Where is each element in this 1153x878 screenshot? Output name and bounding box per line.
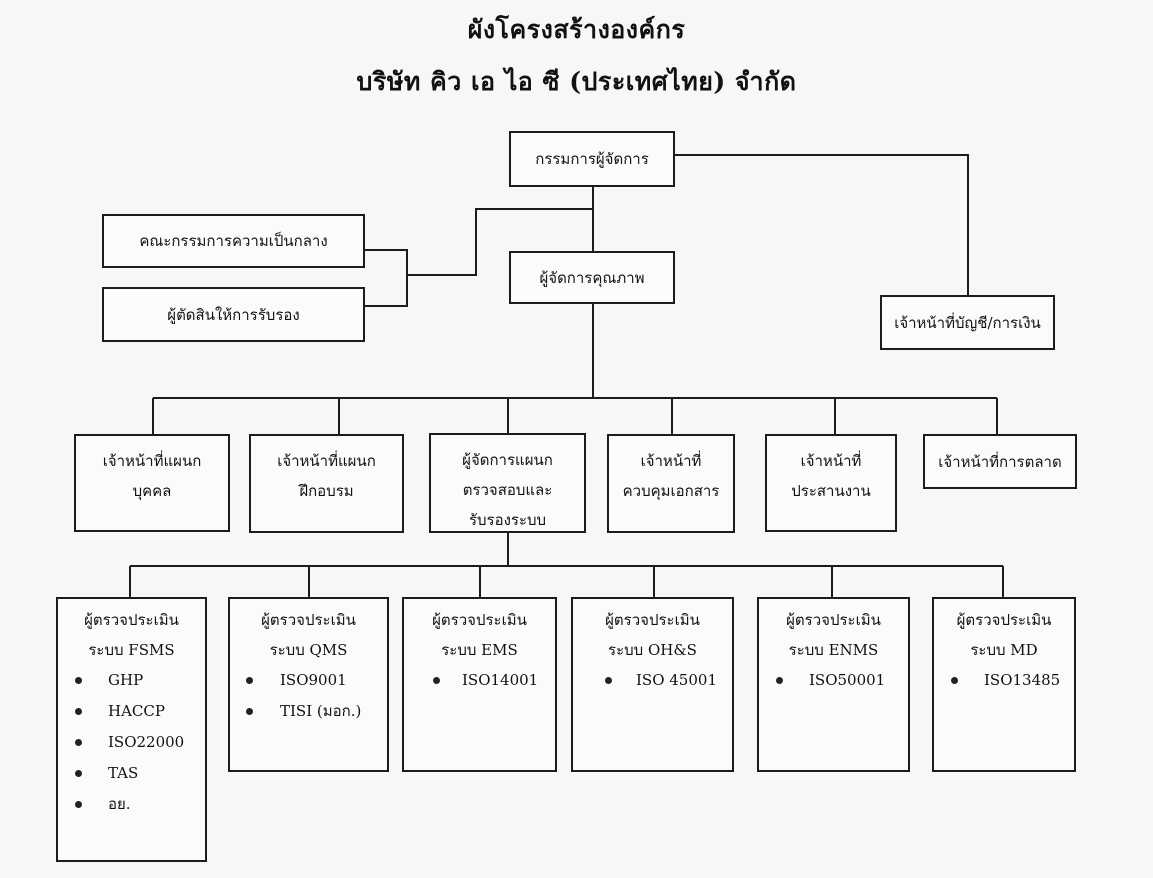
auditor-title: ผู้ตรวจประเมิน — [786, 611, 881, 629]
auditor-title: ผู้ตรวจประเมิน — [605, 611, 700, 629]
dept-audit-manager-box: ผู้จัดการแผนก ตรวจสอบและ รับรองระบบ — [429, 433, 586, 533]
dept-line: เจ้าหน้าที่แผนก — [277, 452, 376, 470]
auditor-title: ผู้ตรวจประเมิน — [956, 611, 1052, 629]
auditor-title: ผู้ตรวจประเมิน — [432, 611, 527, 629]
standard-item: ISO13485 — [934, 665, 1074, 696]
chart-title: ผังโครงสร้างองค์กร — [467, 15, 686, 44]
dept-line: ผู้จัดการแผนก — [462, 451, 553, 469]
dept-line: เจ้าหน้าที่ — [800, 452, 862, 470]
dept-line: ตรวจสอบและ — [462, 481, 553, 499]
standard-item: ISO22000 — [58, 727, 205, 758]
bullet-icon — [605, 677, 612, 684]
auditor-system: ระบบ FSMS — [88, 641, 175, 659]
bullet-icon — [776, 677, 783, 684]
dept-line: ประสานงาน — [791, 482, 871, 500]
certification-decision-box: ผู้ตัดสินให้การรับรอง — [102, 287, 365, 342]
auditor-title: ผู้ตรวจประเมิน — [84, 611, 179, 629]
bullet-icon — [75, 739, 82, 746]
dept-training-box: เจ้าหน้าที่แผนก ฝึกอบรม — [249, 434, 404, 533]
bullet-icon — [433, 677, 440, 684]
standard-item: GHP — [58, 665, 205, 696]
standard-item: ISO 45001 — [573, 665, 732, 696]
auditor-ohs-box: ผู้ตรวจประเมิน ระบบ OH&S ISO 45001 — [571, 597, 734, 772]
bullet-icon — [75, 801, 82, 808]
dept-line: เจ้าหน้าที่ — [640, 452, 702, 470]
quality-manager-box: ผู้จัดการคุณภาพ — [509, 251, 675, 304]
dept-marketing-box: เจ้าหน้าที่การตลาด — [923, 434, 1077, 489]
standard-item: HACCP — [58, 696, 205, 727]
impartiality-committee-box: คณะกรรมการความเป็นกลาง — [102, 214, 365, 268]
bullet-icon — [75, 677, 82, 684]
accounting-finance-box: เจ้าหน้าที่บัญชี/การเงิน — [880, 295, 1055, 350]
auditor-title: ผู้ตรวจประเมิน — [261, 611, 356, 629]
bullet-icon — [246, 677, 253, 684]
dept-line: ควบคุมเอกสาร — [622, 482, 720, 500]
standard-item: TAS — [58, 758, 205, 789]
auditor-md-box: ผู้ตรวจประเมิน ระบบ MD ISO13485 — [932, 597, 1076, 772]
bullet-icon — [75, 770, 82, 777]
auditor-fsms-box: ผู้ตรวจประเมิน ระบบ FSMS GHP HACCP ISO22… — [56, 597, 207, 862]
dept-line: บุคคล — [132, 482, 172, 500]
connector-committee-bracket — [364, 249, 408, 307]
dept-line: ฝึกอบรม — [299, 482, 354, 500]
bullet-icon — [75, 708, 82, 715]
auditor-system: ระบบ MD — [970, 641, 1038, 659]
connector-committee-trunk — [407, 208, 593, 276]
dept-coordination-box: เจ้าหน้าที่ ประสานงาน — [765, 434, 897, 532]
dept-line: เจ้าหน้าที่แผนก — [102, 452, 202, 470]
auditor-qms-box: ผู้ตรวจประเมิน ระบบ QMS ISO9001 TISI (มอ… — [228, 597, 389, 772]
connector-md-accounting — [674, 154, 969, 296]
dept-hr-box: เจ้าหน้าที่แผนก บุคคล — [74, 434, 230, 532]
standard-item: อย. — [58, 789, 205, 820]
managing-director-box: กรรมการผู้จัดการ — [509, 131, 675, 187]
standard-item: TISI (มอก.) — [230, 696, 387, 727]
dept-document-control-box: เจ้าหน้าที่ ควบคุมเอกสาร — [607, 434, 735, 533]
company-name: บริษัท คิว เอ ไอ ซี (ประเทศไทย) จำกัด — [356, 67, 797, 96]
auditor-enms-box: ผู้ตรวจประเมิน ระบบ ENMS ISO50001 — [757, 597, 910, 772]
auditor-system: ระบบ EMS — [441, 641, 518, 659]
auditor-system: ระบบ QMS — [269, 641, 348, 659]
auditor-ems-box: ผู้ตรวจประเมิน ระบบ EMS ISO14001 — [402, 597, 557, 772]
standard-item: ISO50001 — [759, 665, 908, 696]
auditor-system: ระบบ ENMS — [788, 641, 879, 659]
bullet-icon — [951, 677, 958, 684]
auditor-system: ระบบ OH&S — [608, 641, 697, 659]
standard-item: ISO14001 — [404, 665, 555, 696]
dept-line: รับรองระบบ — [468, 511, 547, 529]
bullet-icon — [246, 708, 253, 715]
standard-item: ISO9001 — [230, 665, 387, 696]
